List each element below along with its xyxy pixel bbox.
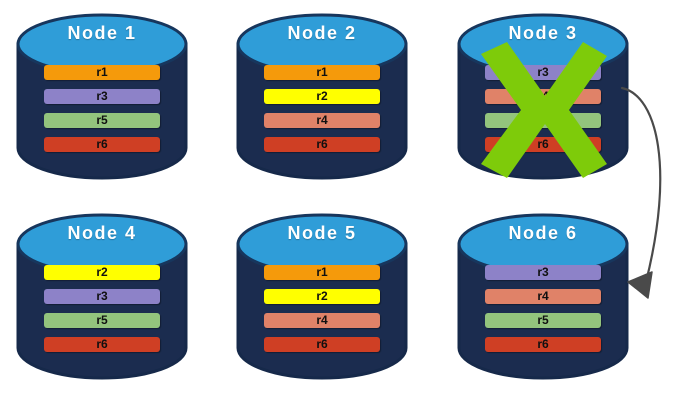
- node-cylinder-6[interactable]: Node 6 r3 r4 r5 r6: [455, 210, 631, 382]
- replica-list: r1 r3 r5 r6: [44, 65, 160, 152]
- replica-bar[interactable]: r4: [485, 89, 601, 104]
- replica-bar[interactable]: r1: [264, 265, 380, 280]
- replica-list: r3 r4 r5 r6: [485, 65, 601, 152]
- replica-bar[interactable]: r5: [485, 113, 601, 128]
- replica-bar[interactable]: r2: [44, 265, 160, 280]
- node-cylinder-2[interactable]: Node 2 r1 r2 r4 r6: [234, 10, 410, 182]
- replica-bar[interactable]: r6: [485, 337, 601, 352]
- replica-bar[interactable]: r6: [485, 137, 601, 152]
- replica-bar[interactable]: r6: [44, 137, 160, 152]
- replica-bar[interactable]: r2: [264, 289, 380, 304]
- replica-bar[interactable]: r1: [264, 65, 380, 80]
- node-cylinder-3[interactable]: Node 3 r3 r4 r5 r6: [455, 10, 631, 182]
- replica-bar[interactable]: r4: [485, 289, 601, 304]
- replica-bar[interactable]: r5: [44, 313, 160, 328]
- replica-bar[interactable]: r1: [44, 65, 160, 80]
- replica-bar[interactable]: r2: [264, 89, 380, 104]
- replica-list: r1 r2 r4 r6: [264, 65, 380, 152]
- replica-list: r3 r4 r5 r6: [485, 265, 601, 352]
- replica-bar[interactable]: r6: [264, 137, 380, 152]
- replica-list: r2 r3 r5 r6: [44, 265, 160, 352]
- node-cylinder-5[interactable]: Node 5 r1 r2 r4 r6: [234, 210, 410, 382]
- replica-bar[interactable]: r4: [264, 313, 380, 328]
- replica-bar[interactable]: r4: [264, 113, 380, 128]
- replica-bar[interactable]: r3: [44, 289, 160, 304]
- replica-list: r1 r2 r4 r6: [264, 265, 380, 352]
- node-cylinder-1[interactable]: Node 1 r1 r3 r5 r6: [14, 10, 190, 182]
- replica-bar[interactable]: r5: [485, 313, 601, 328]
- replica-bar[interactable]: r5: [44, 113, 160, 128]
- node-cylinder-4[interactable]: Node 4 r2 r3 r5 r6: [14, 210, 190, 382]
- replica-bar[interactable]: r3: [485, 65, 601, 80]
- replica-bar[interactable]: r6: [44, 337, 160, 352]
- replica-bar[interactable]: r6: [264, 337, 380, 352]
- replica-bar[interactable]: r3: [485, 265, 601, 280]
- replica-bar[interactable]: r3: [44, 89, 160, 104]
